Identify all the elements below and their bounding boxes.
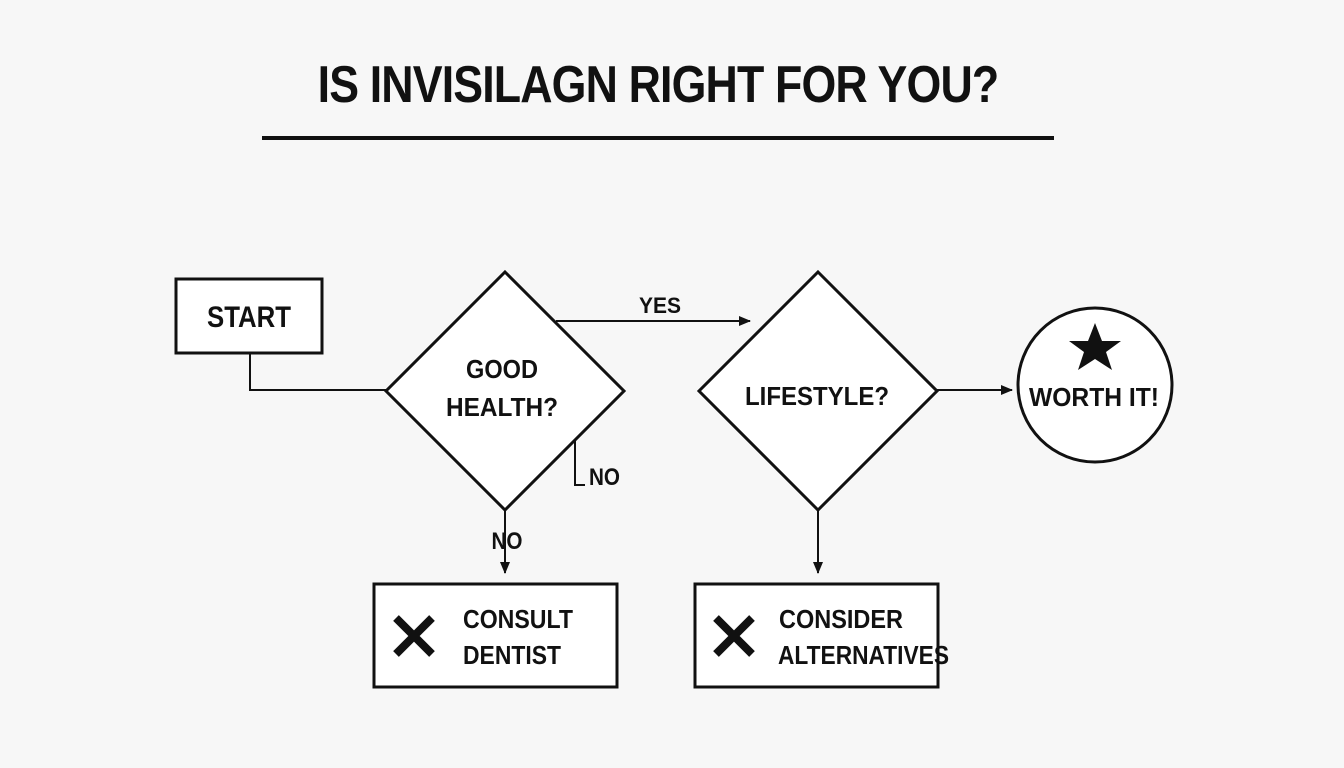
lifestyle-decision	[696, 269, 940, 513]
no-side-edge-label: NO	[589, 464, 620, 491]
start-node	[174, 277, 324, 355]
connector-start-to-health	[249, 352, 386, 391]
good-health-label-line-2: HEALTH?	[446, 392, 558, 422]
consider-alternatives-label-line-2: ALTERNATIVES	[778, 640, 949, 670]
star-icon	[1069, 323, 1121, 370]
worth-it-label: WORTH IT!	[1029, 382, 1159, 412]
consider-alternatives-node	[693, 582, 940, 689]
connector-no-side	[574, 440, 585, 486]
yes-edge-label: YES	[639, 293, 681, 318]
x-mark-icon	[393, 615, 435, 657]
no-down-edge-label: NO	[492, 528, 523, 555]
good-health-decision	[383, 269, 627, 513]
consider-alternatives-label-line-1: CONSIDER	[779, 604, 903, 634]
start-label: START	[207, 301, 291, 334]
x-mark-icon	[713, 615, 755, 657]
consult-dentist-label-line-2: DENTIST	[463, 640, 561, 670]
page-title: IS INVISILAGN RIGHT FOR YOU?	[317, 56, 1000, 114]
worth-it-node	[1016, 306, 1174, 464]
consult-dentist-label-line-1: CONSULT	[463, 604, 573, 634]
lifestyle-label: LIFESTYLE?	[745, 381, 889, 411]
title-underline	[262, 136, 1054, 140]
good-health-label-line-1: GOOD	[466, 354, 538, 384]
